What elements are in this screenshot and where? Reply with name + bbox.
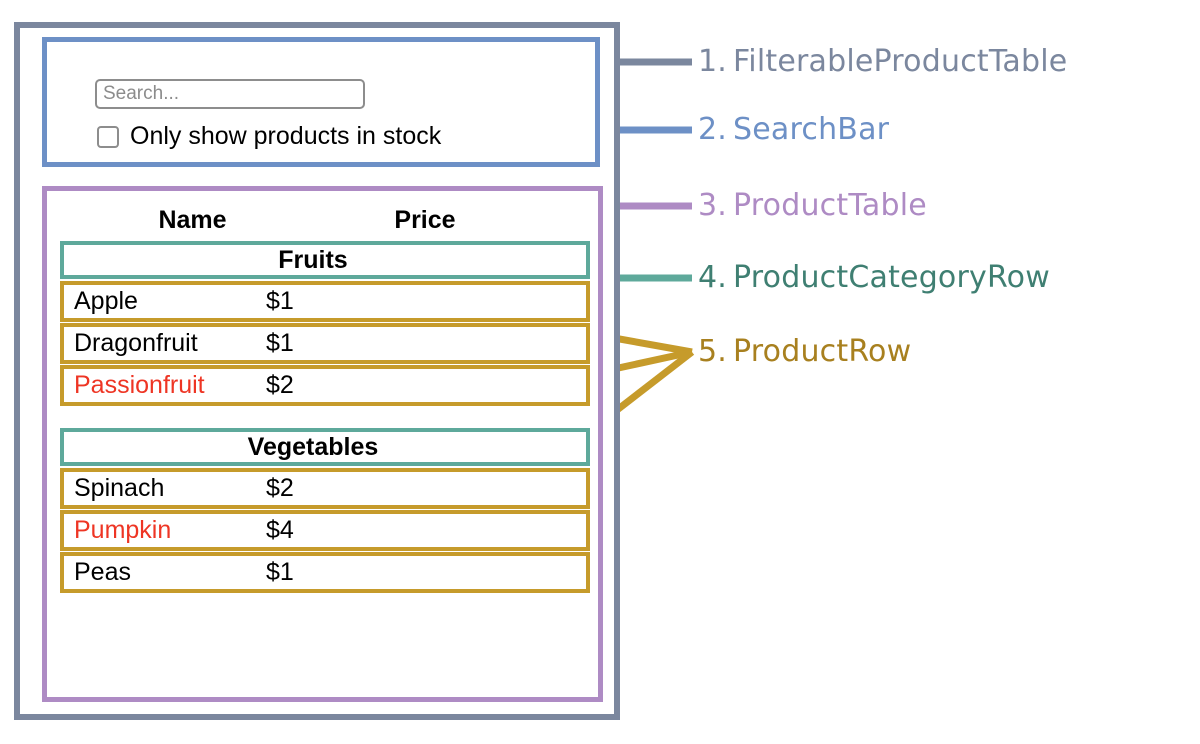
product-row: Apple $1	[60, 281, 590, 322]
product-row-price: $2	[266, 371, 294, 399]
product-row-price: $4	[266, 516, 294, 544]
legend-number: 5.	[698, 334, 728, 369]
product-row-price: $1	[266, 329, 294, 357]
product-row: Spinach $2	[60, 468, 590, 509]
product-row-name: Dragonfruit	[74, 329, 198, 357]
legend-number: 2.	[698, 112, 728, 147]
product-row: Peas $1	[60, 552, 590, 593]
product-category-row: Fruits	[60, 241, 590, 279]
in-stock-checkbox[interactable]	[97, 125, 119, 148]
legend-item-search-bar: 2.SearchBar	[698, 115, 889, 145]
legend-item-product-row: 5.ProductRow	[698, 337, 911, 367]
legend-number: 1.	[698, 44, 728, 79]
legend-item-filterable-product-table: 1.FilterableProductTable	[698, 47, 1067, 77]
product-category-row-label: Vegetables	[247, 432, 379, 461]
product-row-name: Pumpkin	[74, 516, 172, 544]
search-bar-frame: Only show products in stock	[42, 37, 600, 167]
search-input[interactable]	[95, 79, 365, 109]
product-row-price: $2	[266, 474, 294, 502]
product-row: Pumpkin $4	[60, 510, 590, 551]
in-stock-checkbox-label: Only show products in stock	[130, 122, 442, 150]
legend-name: ProductRow	[733, 334, 912, 369]
legend-name: SearchBar	[733, 112, 890, 147]
product-row-price: $1	[266, 558, 294, 586]
product-row-price: $1	[266, 287, 294, 315]
column-header-price: Price	[394, 205, 456, 234]
legend-name: ProductTable	[733, 188, 927, 223]
category-spacer	[60, 406, 590, 428]
product-category-row-label: Fruits	[278, 245, 348, 274]
product-row-name: Peas	[74, 558, 131, 586]
product-table-header: Name Price	[60, 199, 590, 241]
product-row: Passionfruit $2	[60, 365, 590, 406]
legend-name: FilterableProductTable	[733, 44, 1068, 79]
legend-number: 3.	[698, 188, 728, 223]
product-category-row: Vegetables	[60, 428, 590, 466]
product-row-name: Passionfruit	[74, 371, 205, 399]
in-stock-filter-row[interactable]: Only show products in stock	[97, 124, 441, 149]
product-table-body: Name Price Fruits Apple $1 Dragonfruit $…	[60, 199, 590, 593]
product-row: Dragonfruit $1	[60, 323, 590, 364]
legend-item-product-table: 3.ProductTable	[698, 191, 927, 221]
column-header-name: Name	[158, 205, 227, 234]
product-row-name: Spinach	[74, 474, 165, 502]
product-table-frame: Name Price Fruits Apple $1 Dragonfruit $…	[42, 186, 603, 702]
legend-name: ProductCategoryRow	[733, 260, 1050, 295]
legend-number: 4.	[698, 260, 728, 295]
product-row-name: Apple	[74, 287, 138, 315]
legend-item-product-category-row: 4.ProductCategoryRow	[698, 263, 1050, 293]
